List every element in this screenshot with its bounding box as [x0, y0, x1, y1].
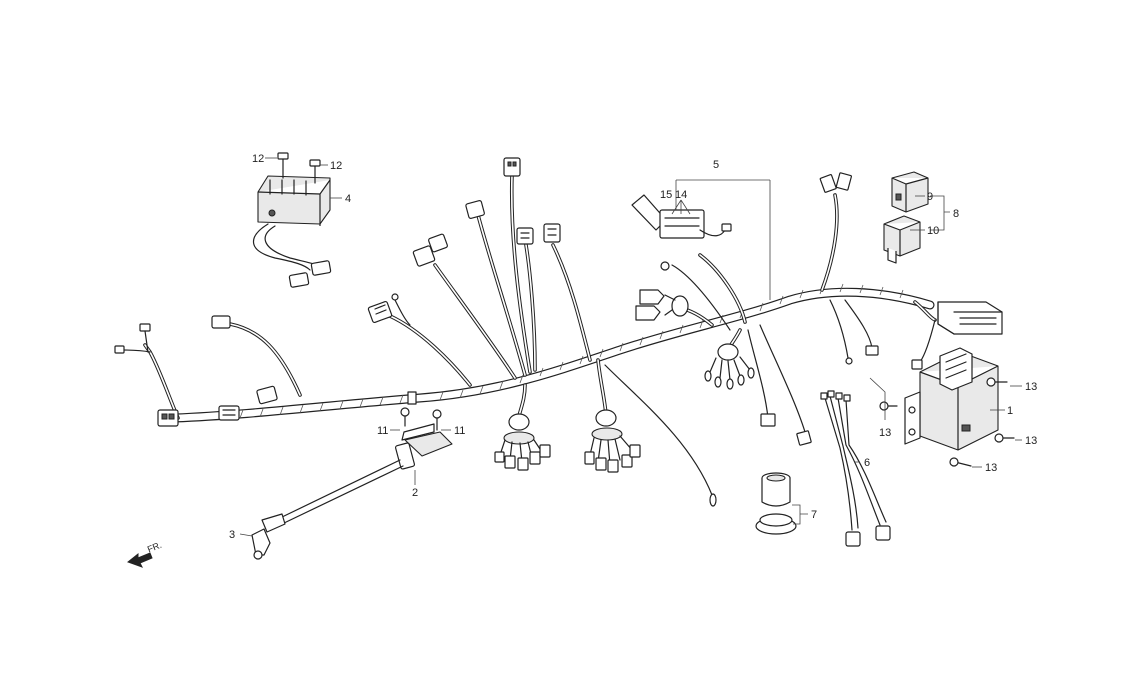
main-wire-harness [170, 283, 935, 423]
front-direction-indicator: FR. [126, 540, 163, 568]
socket-part-7 [755, 472, 797, 535]
relay-part-9 [891, 171, 929, 213]
regulator-rectifier-part-4 [253, 152, 332, 288]
center-right-branches [631, 172, 879, 446]
callout-14: 14 [675, 189, 687, 201]
front-arrow-icon [126, 552, 153, 568]
callout-12-left: 12 [252, 153, 264, 165]
callout-7: 7 [811, 509, 817, 521]
left-end-connectors [114, 315, 302, 427]
callout-9: 9 [927, 191, 933, 203]
callout-5: 5 [713, 159, 719, 171]
sub-harness-part-6 [820, 390, 891, 547]
callout-8: 8 [953, 208, 959, 220]
callout-2: 2 [412, 487, 418, 499]
callout-11-right: 11 [454, 425, 465, 437]
callout-3: 3 [229, 529, 235, 541]
callout-11-left: 11 [377, 425, 388, 437]
callout-4: 4 [345, 193, 351, 205]
callout-12-right: 12 [330, 160, 342, 172]
callout-13-top: 13 [1025, 381, 1037, 393]
upper-branch-connectors [367, 157, 592, 387]
callout-10: 10 [927, 225, 939, 237]
callout-13-left: 13 [879, 427, 891, 439]
callout-13-right: 13 [1025, 435, 1037, 447]
right-end-connector [911, 300, 1003, 370]
callout-6: 6 [864, 457, 870, 469]
front-direction-label: FR. [146, 540, 163, 555]
ecu-part-1 [879, 347, 1015, 467]
callout-15: 15 [660, 189, 672, 201]
ignition-coil-part-2 [279, 407, 453, 525]
relay-part-10 [883, 215, 921, 264]
callout-13-bottom: 13 [985, 462, 997, 474]
callout-leaders [239, 157, 1022, 537]
spark-plug-cap-part-3 [251, 513, 286, 560]
callout-1: 1 [1007, 405, 1013, 417]
lower-branch-connectors [494, 358, 717, 507]
callout-labels: 1 2 3 4 5 6 7 8 9 10 11 11 12 12 13 13 1… [229, 153, 1037, 541]
